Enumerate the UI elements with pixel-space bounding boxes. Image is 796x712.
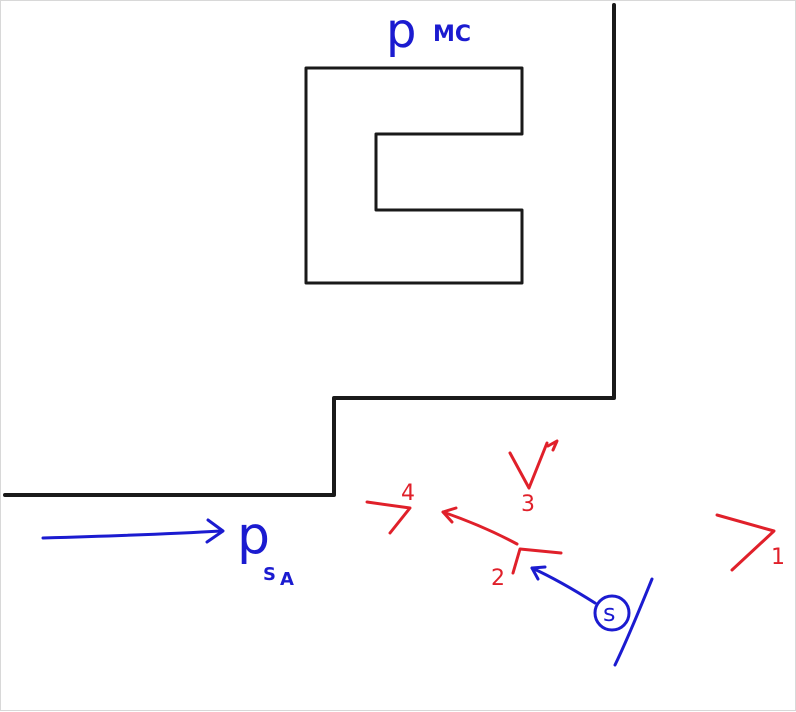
- source-arrow-line: [530, 566, 597, 605]
- label-p-mc: p: [386, 3, 416, 59]
- blue-annotations: [41, 518, 654, 667]
- label-mc-subscript: MC: [433, 22, 471, 47]
- label-sa-subscript-a: A: [280, 569, 294, 590]
- label-p-sa: p: [237, 506, 270, 566]
- label-marker-3: 3: [521, 492, 535, 517]
- marker-3-shape: [508, 441, 549, 490]
- incoming-arrow-head: [205, 518, 225, 544]
- marker-3-tick: [546, 439, 559, 452]
- label-source: s: [603, 599, 616, 627]
- marker-4-shape: [365, 500, 412, 535]
- incoming-arrow-line: [41, 529, 223, 540]
- source-circle: [593, 594, 631, 632]
- walls: [3, 3, 616, 497]
- label-marker-1: 1: [771, 545, 785, 570]
- c-shaped-obstacle: [304, 66, 524, 285]
- text-labels: p MC p S A s 1 2 3 4: [237, 3, 785, 627]
- label-marker-2: 2: [491, 566, 505, 591]
- red-annotations: [365, 439, 776, 575]
- outer-wall: [3, 3, 616, 497]
- label-sa-subscript-s: S: [263, 564, 276, 585]
- label-marker-4: 4: [401, 481, 415, 506]
- source-tangent-line: [613, 577, 654, 667]
- reflection-arrow-line: [441, 510, 519, 546]
- marker-1-shape: [715, 513, 776, 572]
- marker-2-shape: [511, 547, 563, 575]
- reflection-arrow-head: [441, 506, 458, 524]
- source-arrow-head: [530, 565, 547, 581]
